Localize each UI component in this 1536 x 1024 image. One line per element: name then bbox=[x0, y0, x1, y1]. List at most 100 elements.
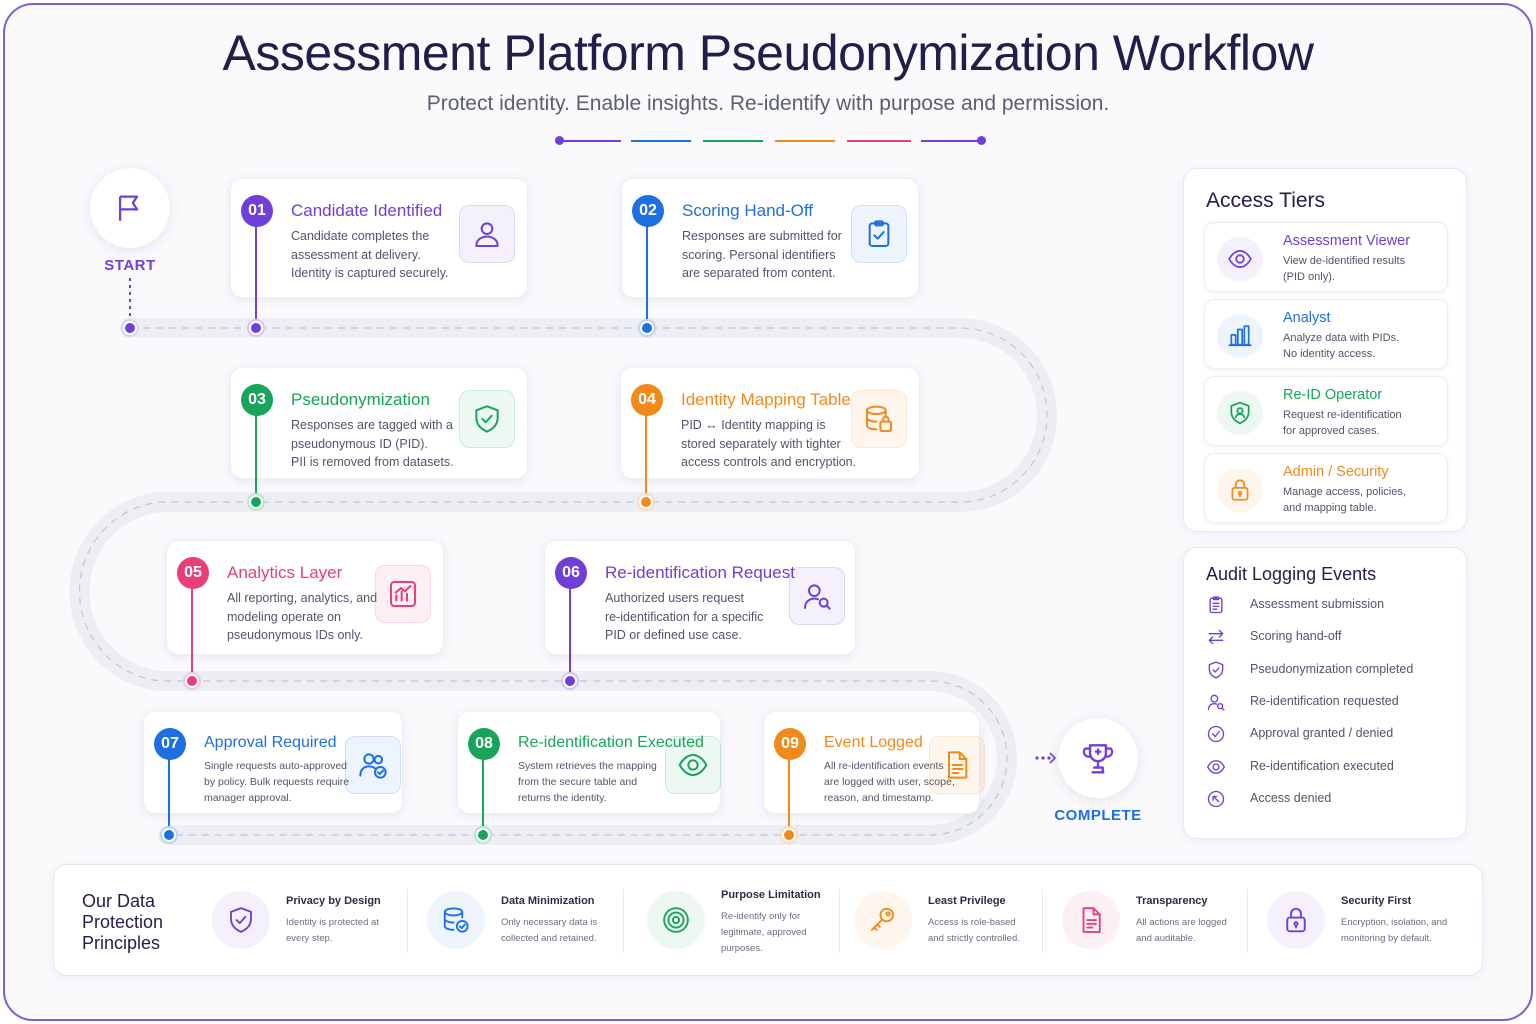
users-check-icon bbox=[359, 753, 387, 779]
principles-title: Our Data Protection Principles bbox=[82, 891, 163, 954]
principle-icon-badge bbox=[1267, 891, 1325, 949]
step-icon-tile bbox=[345, 736, 401, 794]
step-title: Pseudonymization bbox=[291, 390, 430, 409]
step-icon-tile bbox=[789, 567, 845, 625]
flag-icon bbox=[118, 195, 139, 221]
divider-segment bbox=[775, 140, 835, 142]
divider-segment bbox=[631, 140, 691, 142]
step-description-line: All re-identification events bbox=[824, 760, 944, 772]
principle-divider bbox=[407, 889, 408, 953]
track-dot-05 bbox=[183, 672, 201, 690]
trophy-icon bbox=[1082, 744, 1114, 774]
step-number: 09 bbox=[774, 728, 806, 760]
principle-description-line: purposes. bbox=[721, 943, 763, 954]
divider-dot bbox=[977, 136, 986, 145]
shield-user-icon bbox=[1230, 401, 1250, 425]
principles-title-line: Protection bbox=[82, 912, 164, 932]
denied-icon bbox=[1207, 790, 1225, 807]
eye-icon bbox=[1207, 759, 1225, 774]
start-node bbox=[90, 168, 170, 248]
principle-icon-badge bbox=[427, 891, 485, 949]
step-title: Re-identification Request bbox=[605, 563, 795, 582]
audit-event-label: Pseudonymization completed bbox=[1250, 661, 1414, 676]
audit-event-label: Re-identification executed bbox=[1250, 758, 1394, 773]
divider-segment bbox=[561, 140, 621, 142]
step-description-line: pseudonymous ID (PID). bbox=[291, 436, 428, 451]
step-description-line: from the secure table and bbox=[518, 776, 638, 788]
tier-icon-badge bbox=[1217, 237, 1263, 281]
user-icon bbox=[475, 222, 499, 247]
audit-event-label: Scoring hand-off bbox=[1250, 629, 1342, 644]
check-circle-icon bbox=[1207, 726, 1225, 743]
audit-log-title: Audit Logging Events bbox=[1206, 564, 1377, 584]
principle-description-line: Identity is protected at bbox=[286, 917, 379, 928]
principle-name: Purpose Limitation bbox=[721, 889, 821, 901]
principle-description-line: legitimate, approved bbox=[721, 927, 807, 938]
principle-icon-badge bbox=[1062, 891, 1120, 949]
principle-divider bbox=[623, 889, 624, 953]
step-description-line: Responses are submitted for bbox=[682, 229, 842, 243]
step-number: 04 bbox=[631, 384, 663, 416]
step-description-line: Identity is captured securely. bbox=[291, 266, 449, 280]
page-title: Assessment Platform Pseudonymization Wor… bbox=[222, 25, 1314, 81]
access-tiers-title: Access Tiers bbox=[1206, 189, 1326, 212]
tier-description-line: No identity access. bbox=[1283, 348, 1376, 360]
audit-event-label: Re-identification requested bbox=[1250, 693, 1399, 708]
step-description-line: access controls and encryption. bbox=[681, 455, 857, 469]
principle-description-line: monitoring by default. bbox=[1341, 933, 1432, 944]
tier-name: Analyst bbox=[1283, 310, 1331, 326]
step-number: 07 bbox=[154, 728, 186, 760]
tier-description-line: and mapping table. bbox=[1283, 502, 1377, 514]
principle-divider bbox=[1042, 889, 1043, 953]
step-connector bbox=[788, 759, 790, 835]
page-subtitle: Protect identity. Enable insights. Re-id… bbox=[426, 92, 1110, 115]
step-number: 03 bbox=[241, 384, 273, 416]
step-description-line: re-identification for a specific bbox=[605, 609, 764, 624]
step-description: Authorized users request re-identificatio… bbox=[605, 589, 763, 645]
step-description-line: Candidate completes the bbox=[291, 229, 430, 243]
tier-name: Admin / Security bbox=[1283, 464, 1389, 480]
tier-description: Manage access, policies,and mapping tabl… bbox=[1283, 484, 1406, 516]
tier-icon-badge bbox=[1217, 468, 1263, 512]
tier-description: Analyze data with PIDs.No identity acces… bbox=[1283, 330, 1399, 362]
principle-description-line: and auditable. bbox=[1136, 933, 1196, 944]
principle-name: Privacy by Design bbox=[286, 895, 381, 907]
lock-icon bbox=[1286, 907, 1306, 933]
step-description-line: PID or defined use case. bbox=[605, 628, 742, 642]
audit-event-item: Access denied bbox=[1206, 787, 1466, 811]
step-title: Identity Mapping Table bbox=[681, 390, 851, 409]
track-dot-02 bbox=[638, 319, 656, 337]
step-description-line: Authorized users request bbox=[605, 591, 744, 605]
step-description-line: pseudonymous IDs only. bbox=[227, 628, 363, 642]
lock-icon bbox=[1231, 479, 1249, 501]
step-icon-tile bbox=[929, 736, 985, 794]
shield-check-icon bbox=[230, 907, 252, 933]
step-number: 01 bbox=[241, 195, 273, 227]
audit-log-panel: Audit Logging Events Assessment submissi… bbox=[1183, 547, 1467, 839]
principle-name: Security First bbox=[1341, 895, 1412, 907]
track-dot-06 bbox=[561, 672, 579, 690]
step-connector bbox=[168, 759, 170, 835]
clipboard-check-icon bbox=[868, 220, 890, 247]
complete-label: COMPLETE bbox=[1054, 807, 1142, 824]
step-icon-tile bbox=[459, 390, 515, 448]
divider-segment bbox=[703, 140, 763, 142]
audit-event-item: Re-identification requested bbox=[1206, 690, 1466, 714]
step-title: Re-identification Executed bbox=[518, 734, 704, 751]
step-title: Candidate Identified bbox=[291, 201, 443, 220]
